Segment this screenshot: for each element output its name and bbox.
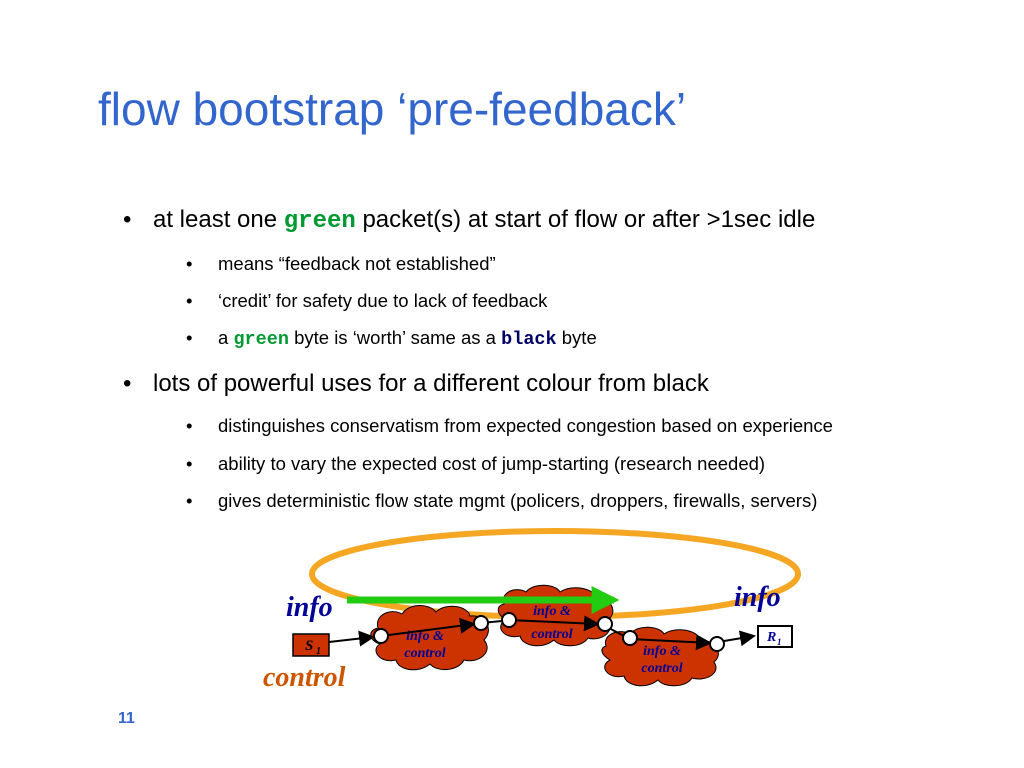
bullet-dot-icon: •	[186, 453, 193, 474]
router-node	[473, 615, 489, 631]
router-node	[373, 628, 389, 644]
router-node	[501, 612, 517, 628]
bullet-text: at least one	[153, 206, 284, 233]
control-label: control	[263, 662, 346, 693]
cloud-label-line2: control	[641, 661, 682, 676]
sub-bullet-item: • ability to vary the expected cost of ju…	[186, 453, 765, 475]
bullet-item: • lots of powerful uses for a different c…	[123, 370, 709, 398]
receiver-label: R	[766, 630, 776, 645]
path-arrow	[328, 630, 375, 647]
sub-bullet-text: byte is ‘worth’ same as a	[288, 327, 502, 348]
sub-bullet-item: • means “feedback not established”	[186, 253, 496, 275]
sub-bullet-text: distinguishes conservatism from expected…	[218, 415, 833, 436]
bullet-text: lots of powerful uses for a different co…	[153, 370, 709, 397]
router-node	[597, 616, 613, 632]
page-number: 11	[118, 710, 135, 727]
router-node	[709, 636, 725, 652]
bullet-text: packet(s) at start of flow or after >1se…	[355, 206, 816, 233]
path-arrow	[629, 634, 712, 651]
receiver-subscript: 1	[777, 637, 782, 647]
sender-label: S	[305, 638, 313, 654]
cloud-label-line2: control	[404, 646, 445, 661]
receiver-node: R 1	[757, 625, 793, 648]
sub-bullet-text: ‘credit’ for safety due to lack of feedb…	[218, 290, 548, 311]
slide-title: flow bootstrap ‘pre-feedback’	[98, 83, 687, 135]
cloud-label-line1: info &	[533, 604, 571, 619]
sub-bullet-text: ability to vary the expected cost of jum…	[218, 453, 766, 474]
path-arrow	[508, 615, 600, 632]
info-label-left: info	[286, 592, 333, 623]
bullet-dot-icon: •	[186, 253, 193, 274]
sub-bullet-text: gives deterministic flow state mgmt (pol…	[218, 490, 818, 511]
bullet-dot-icon: •	[123, 206, 132, 233]
bullet-dot-icon: •	[186, 415, 193, 436]
info-label-right: info	[734, 582, 781, 613]
sub-bullet-text: byte	[556, 327, 597, 348]
bullet-item: • at least one green packet(s) at start o…	[123, 206, 815, 235]
sender-subscript: 1	[316, 646, 321, 657]
cloud-label-line2: control	[531, 627, 572, 642]
bullet-dot-icon: •	[186, 327, 193, 348]
sub-bullet-item: • distinguishes conservatism from expecte…	[186, 415, 833, 437]
sub-bullet-text: means “feedback not established”	[218, 253, 496, 274]
cloud-label-line1: info &	[643, 644, 681, 659]
green-code: green	[283, 208, 356, 235]
sender-node: S 1	[292, 633, 330, 657]
sub-bullet-item: • gives deterministic flow state mgmt (po…	[186, 490, 817, 512]
sub-bullet-item: • a green byte is ‘worth’ same as a black…	[186, 327, 597, 350]
network-cloud-1: info & control	[370, 605, 489, 671]
bullet-dot-icon: •	[186, 290, 193, 311]
cloud-label-line1: info &	[406, 629, 444, 644]
network-cloud-3: info & control	[601, 626, 719, 687]
green-code: green	[233, 329, 289, 350]
sub-bullet-item: • ‘credit’ for safety due to lack of feed…	[186, 290, 547, 312]
router-node	[622, 630, 638, 646]
path-arrow	[380, 617, 476, 637]
bullet-dot-icon: •	[186, 490, 193, 511]
bullet-dot-icon: •	[123, 370, 132, 397]
sub-bullet-text: a	[218, 327, 234, 348]
black-code: black	[501, 329, 557, 350]
